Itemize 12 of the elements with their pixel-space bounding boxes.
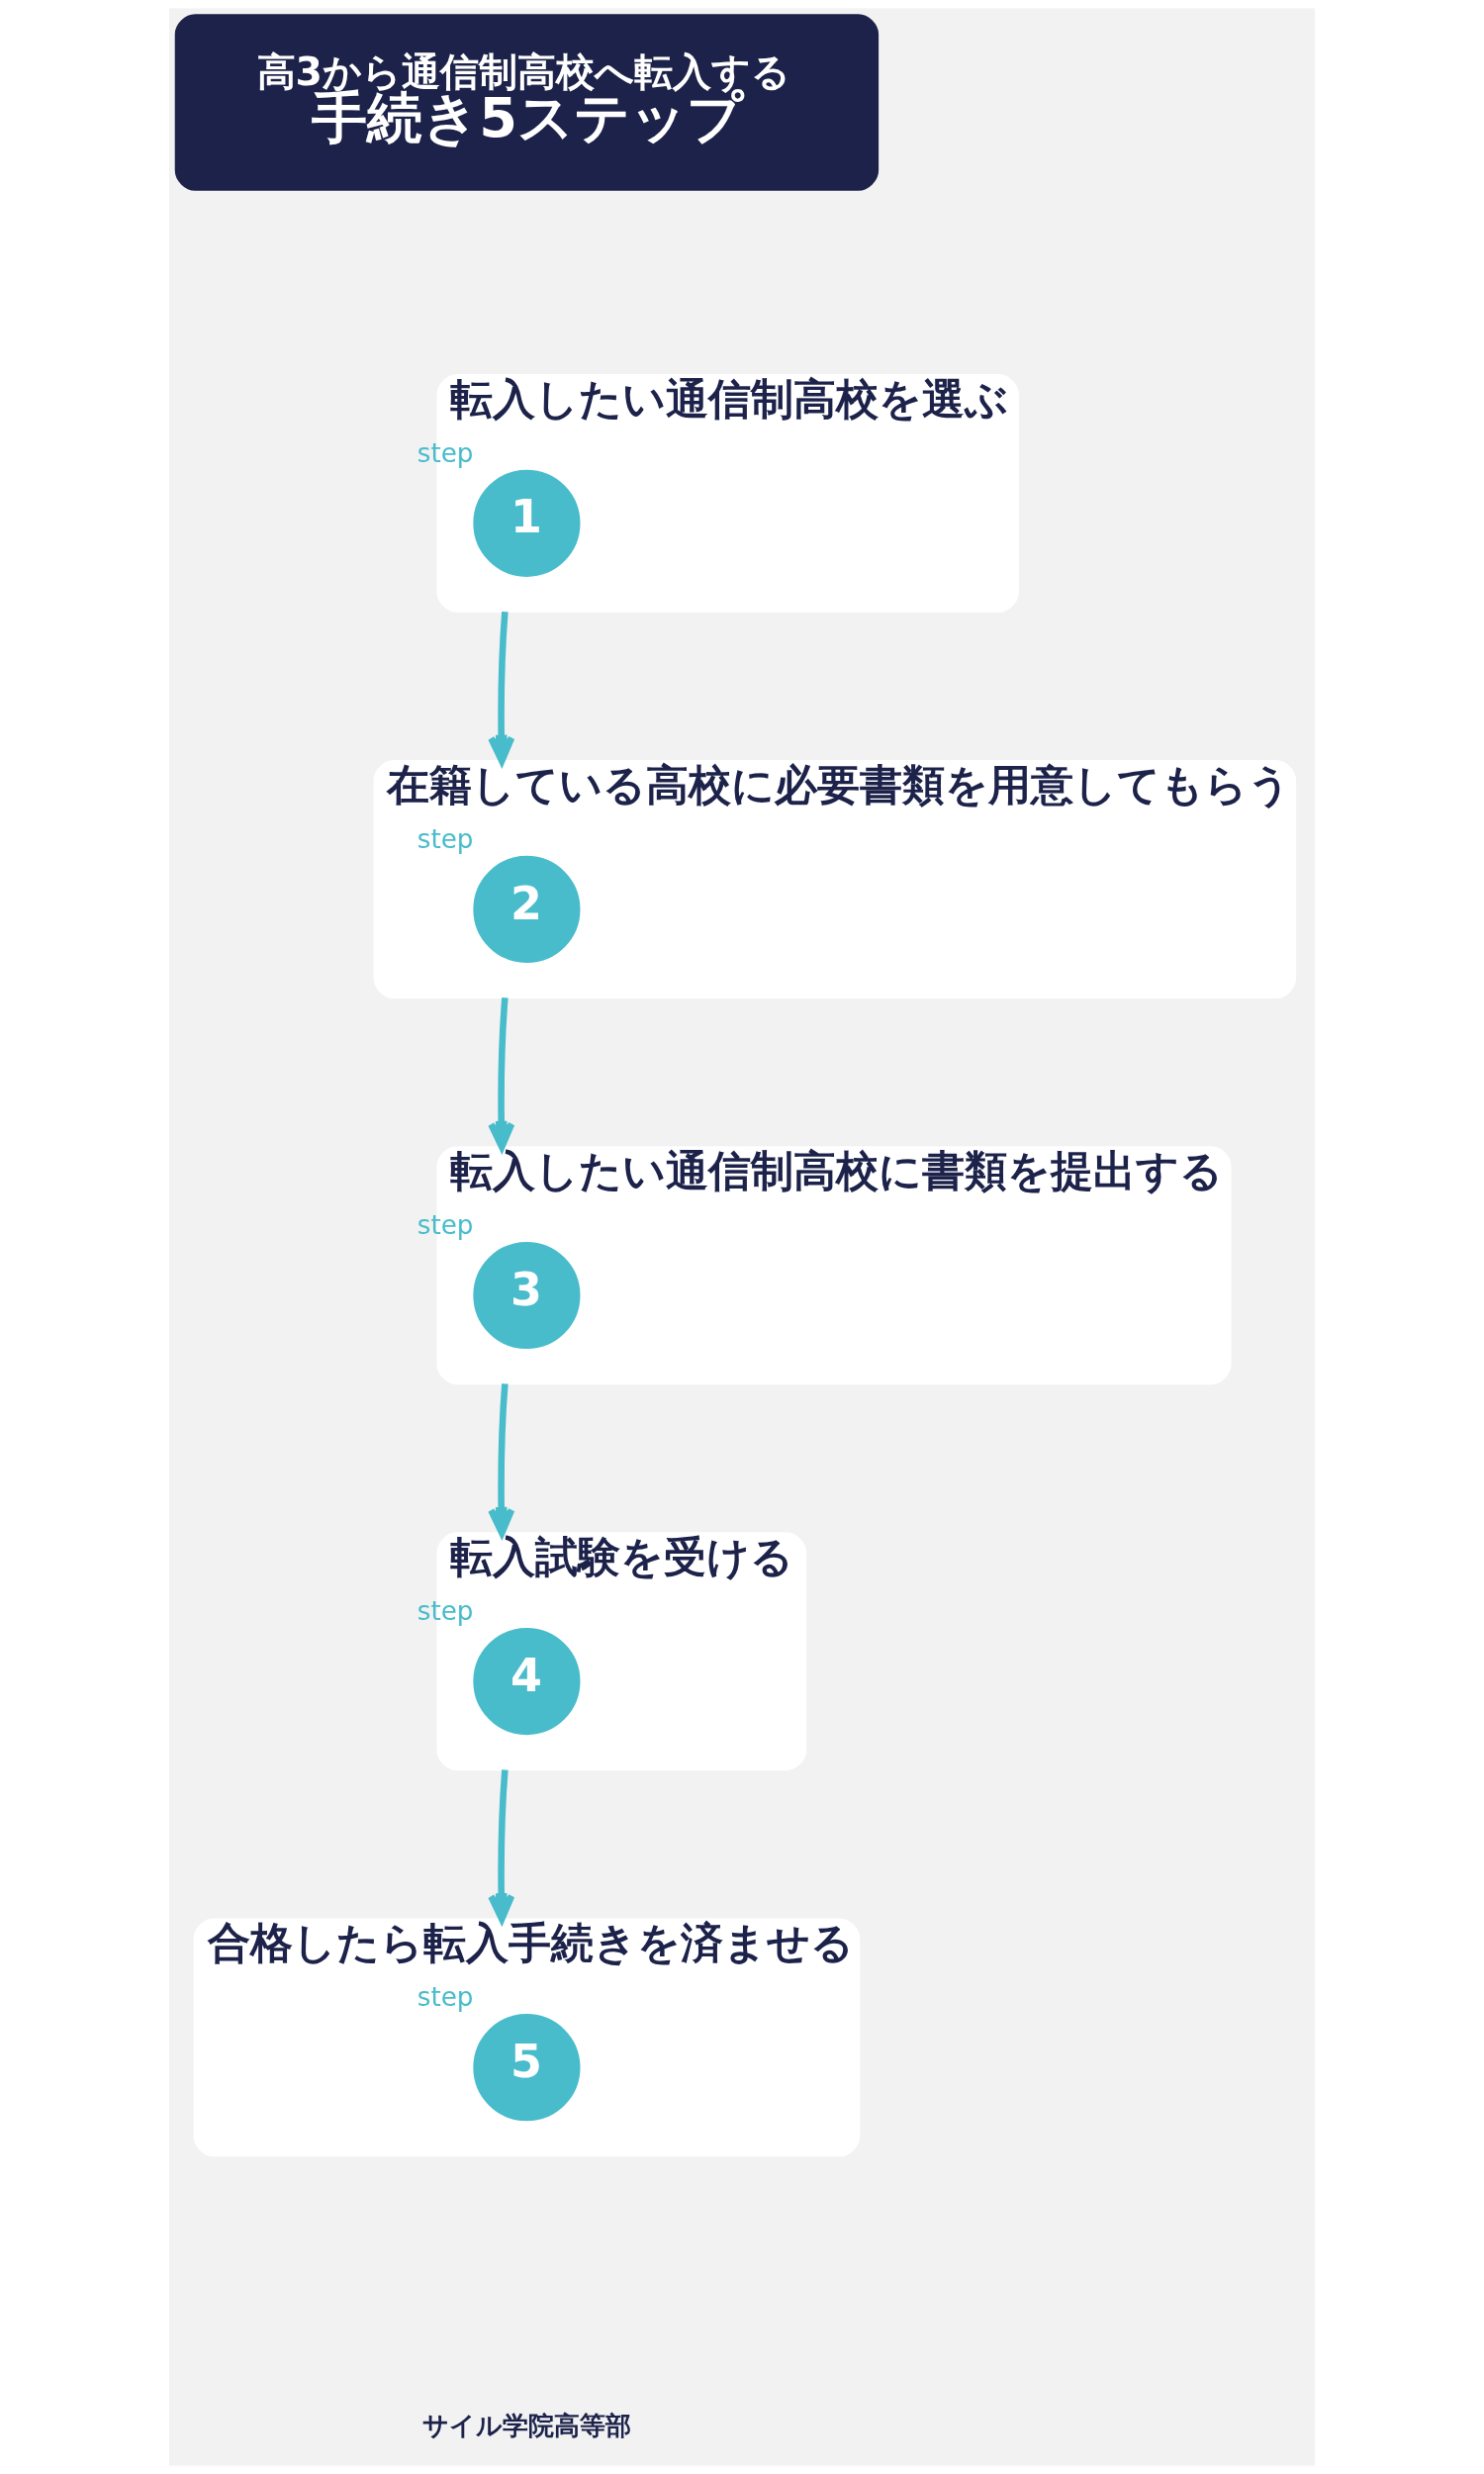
node-circle: 3 bbox=[473, 1241, 581, 1350]
node-circle: 4 bbox=[473, 1628, 581, 1736]
node-circle: 5 bbox=[473, 2014, 581, 2122]
node-label: step bbox=[417, 1596, 474, 1627]
label: サイル学院高等部 bbox=[421, 2411, 631, 2441]
node-circle: 1 bbox=[473, 469, 581, 577]
node-label: step bbox=[417, 438, 474, 469]
node-label: step bbox=[417, 824, 474, 855]
node-label: step bbox=[417, 1210, 474, 1241]
node-circle: 2 bbox=[473, 855, 581, 963]
node-label: step bbox=[417, 1982, 474, 2013]
node-box: 高3から通信制高校へ転入する 手続き5ステップ bbox=[174, 14, 880, 191]
